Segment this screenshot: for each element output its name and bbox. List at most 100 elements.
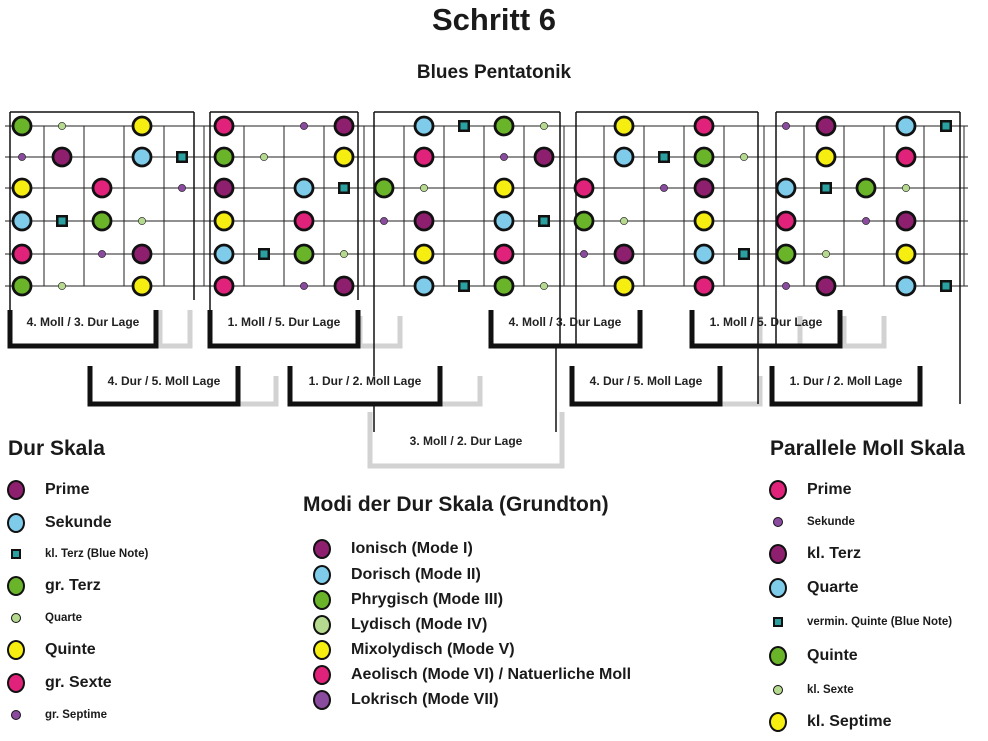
legend-modi-heading: Modi der Dur Skala (Grundton) — [303, 493, 609, 516]
blue-note-square — [660, 153, 668, 161]
legend-dur-item: kl. Terz (Blue Note) — [7, 545, 148, 563]
legend-moll-label: vermin. Quinte (Blue Note) — [807, 616, 953, 628]
position-label: 1. Moll / 5. Dur Lage — [228, 315, 341, 329]
note-quarte — [822, 250, 830, 258]
position-box-dark — [769, 366, 923, 407]
note-gr-sexte-icon — [769, 480, 787, 500]
legend-dur-heading: Dur Skala — [8, 437, 105, 460]
legend-dur-item: gr. Septime — [7, 706, 107, 724]
legend-modi-label: Lokrisch (Mode VII) — [351, 691, 499, 708]
legend-modi-label: Mixolydisch (Mode V) — [351, 641, 515, 658]
note-gr-terz — [693, 146, 715, 168]
note-quinte — [131, 115, 153, 137]
note-sekunde — [413, 115, 435, 137]
blue-note-square — [822, 184, 830, 192]
note-gr-septime — [580, 250, 588, 258]
note-gr-sexte — [775, 210, 797, 232]
legend-moll-item: Prime — [769, 480, 851, 500]
note-gr-terz — [493, 275, 515, 297]
note-quarte-icon — [769, 681, 787, 699]
note-sekunde — [693, 243, 715, 265]
note-prime — [333, 275, 355, 297]
note-gr-terz — [91, 210, 113, 232]
legend-moll-label: kl. Septime — [807, 713, 892, 730]
legend-dur-item: Quinte — [7, 640, 96, 660]
legend-dur-label: Sekunde — [45, 514, 112, 531]
note-quinte — [333, 146, 355, 168]
note-sekunde — [131, 146, 153, 168]
legend-modi-item: Lydisch (Mode IV) — [313, 615, 487, 635]
note-quinte — [613, 115, 635, 137]
legend-moll-label: kl. Terz — [807, 545, 861, 562]
note-gr-terz — [293, 243, 315, 265]
position-box-dark — [689, 310, 843, 349]
blue-note-square — [340, 184, 348, 192]
legend-modi-item: Mixolydisch (Mode V) — [313, 640, 515, 660]
position-label: 1. Dur / 2. Moll Lage — [309, 374, 422, 388]
note-gr-sexte — [573, 177, 595, 199]
position-label: 1. Dur / 2. Moll Lage — [790, 374, 903, 388]
blue-note-square — [260, 250, 268, 258]
note-gr-septime — [178, 184, 186, 192]
legend-moll-label: kl. Sexte — [807, 684, 854, 696]
legend-moll-item: kl. Septime — [769, 712, 892, 732]
note-quinte — [11, 177, 33, 199]
position-box-gray — [235, 376, 279, 407]
note-gr-septime — [300, 282, 308, 290]
legend-moll-label: Sekunde — [807, 516, 855, 528]
note-prime — [213, 177, 235, 199]
position-box-dark — [87, 366, 241, 407]
note-gr-septime — [18, 153, 26, 161]
note-quarte — [902, 184, 910, 192]
position-box-dark — [569, 366, 723, 407]
note-gr-terz — [775, 243, 797, 265]
position-box-gray — [157, 310, 193, 349]
blue-note-square — [540, 217, 548, 225]
blue-note-square — [460, 282, 468, 290]
note-gr-septime — [500, 153, 508, 161]
legend-dur-item: Prime — [7, 480, 89, 500]
note-gr-terz — [373, 177, 395, 199]
blue-note-square — [942, 282, 950, 290]
position-box-gray — [437, 376, 483, 407]
legend-dur-label: kl. Terz (Blue Note) — [45, 548, 149, 560]
legend-dur-item: Quarte — [7, 609, 82, 627]
note-gr-terz — [11, 115, 33, 137]
note-gr-sexte — [895, 146, 917, 168]
note-sekunde — [775, 177, 797, 199]
note-prime-icon — [769, 544, 787, 564]
legend-modi-item: Phrygisch (Mode III) — [313, 590, 503, 610]
note-gr-terz-icon — [7, 576, 25, 596]
note-quarte-icon — [7, 609, 25, 627]
position-label: 4. Dur / 5. Moll Lage — [108, 374, 221, 388]
note-gr-terz — [855, 177, 877, 199]
note-quinte — [613, 275, 635, 297]
position-box-gray — [717, 376, 763, 407]
legend-moll-item: Sekunde — [769, 513, 855, 531]
legend-moll-item: Quarte — [769, 578, 859, 598]
note-sekunde — [11, 210, 33, 232]
note-gr-septime-icon — [7, 706, 25, 724]
note-quarte — [260, 153, 268, 161]
note-gr-septime — [660, 184, 668, 192]
fretboard-diagram: 4. Moll / 3. Dur Lage 1. Moll / 5. Dur La… — [5, 111, 968, 469]
blue-note-square — [740, 250, 748, 258]
note-gr-sexte — [693, 275, 715, 297]
note-quarte — [740, 153, 748, 161]
position-label: 4. Moll / 3. Dur Lage — [27, 315, 140, 329]
blue-note-square — [58, 217, 66, 225]
note-quarte — [138, 217, 146, 225]
note-gr-septime — [782, 122, 790, 130]
note-prime — [533, 146, 555, 168]
legend-dur-label: gr. Sexte — [45, 674, 112, 691]
position-box-dark — [7, 310, 159, 349]
position-box-gray — [357, 316, 403, 349]
legend-dur-item: gr. Sexte — [7, 673, 112, 693]
note-gr-sexte — [213, 275, 235, 297]
position-box-gray — [367, 412, 565, 469]
note-gr-sexte — [693, 115, 715, 137]
legend-dur-item: Sekunde — [7, 513, 112, 533]
legend-moll-heading: Parallele Moll Skala — [770, 437, 965, 460]
note-quinte — [131, 275, 153, 297]
note-prime-icon — [313, 539, 331, 559]
